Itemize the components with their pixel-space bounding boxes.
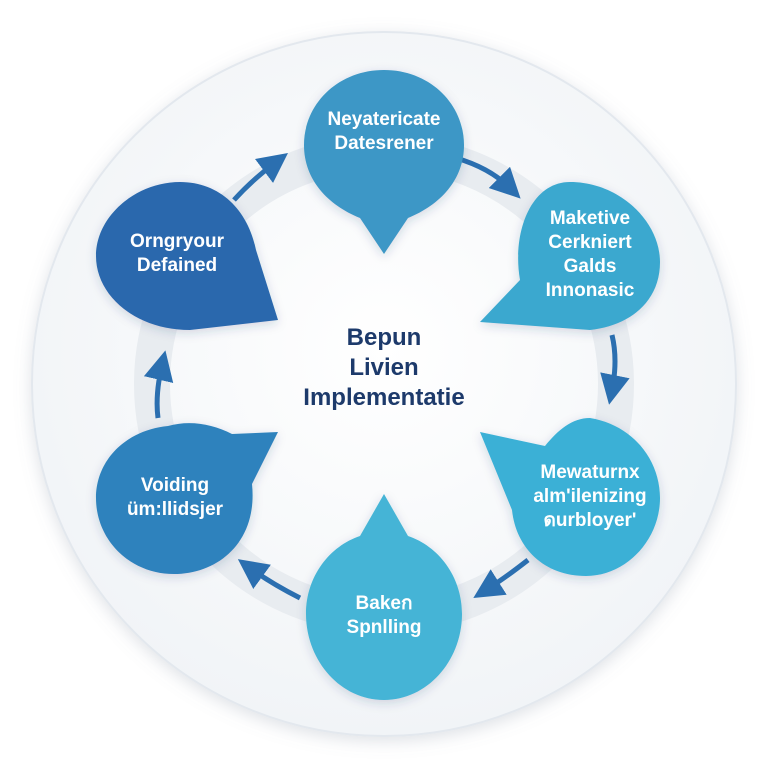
node-upper-left-line-1: Orngryour (130, 231, 224, 252)
center-title: Bepun Livien Implementatie (234, 318, 534, 418)
node-lower-left (96, 423, 278, 574)
node-lower-right (480, 418, 660, 576)
node-right (480, 182, 660, 330)
node-right-line-2: Cerkniert (548, 232, 632, 253)
node-right-line-3: Galds (563, 256, 617, 277)
node-lower-left-line-2: üm:llidsjer (126, 499, 224, 520)
node-bottom-line-1: Bakeก (355, 593, 413, 614)
node-top-label: Neyatericate Datesrener (294, 100, 474, 164)
arrow-right-to-lower-right (600, 334, 630, 405)
center-line-2: Livien (349, 354, 419, 381)
node-lower-right-line-1: Mewaturnx (540, 462, 640, 483)
node-bottom (306, 494, 462, 700)
node-right-line-4: Innonasic (545, 280, 635, 301)
node-top-line-1: Neyatericate (327, 109, 441, 130)
node-top (304, 70, 464, 254)
node-lower-right-label: Mewaturnx alm'ilenizing ดurbloyer' (490, 454, 690, 540)
arrow-bottom-to-lower-left (237, 559, 302, 601)
node-lower-right-line-2: alm'ilenizing (533, 486, 647, 507)
node-top-line-2: Datesrener (334, 133, 434, 154)
arrow-lower-right-to-bottom (473, 558, 530, 599)
node-upper-left-line-2: Defained (136, 255, 218, 276)
node-upper-left (96, 182, 278, 330)
arrow-lower-left-to-upper-left (143, 350, 174, 419)
center-line-1: Bepun (346, 324, 422, 351)
node-lower-right-line-3: ดurbloyer' (543, 510, 637, 531)
node-lower-left-label: Voiding üm:llidsjer (90, 466, 260, 530)
center-line-3: Implementatie (303, 384, 465, 411)
node-lower-left-line-1: Voiding (140, 475, 210, 496)
arrow-upper-left-to-top (232, 152, 288, 202)
node-bottom-line-2: Spnlling (346, 617, 422, 638)
node-right-line-1: Maketive (549, 208, 631, 229)
node-upper-left-label: Orngryour Defained (92, 222, 262, 286)
node-right-label: Maketive Cerkniert Galds Innonasic (500, 200, 680, 310)
node-bottom-label: Bakeก Spnlling (304, 584, 464, 648)
